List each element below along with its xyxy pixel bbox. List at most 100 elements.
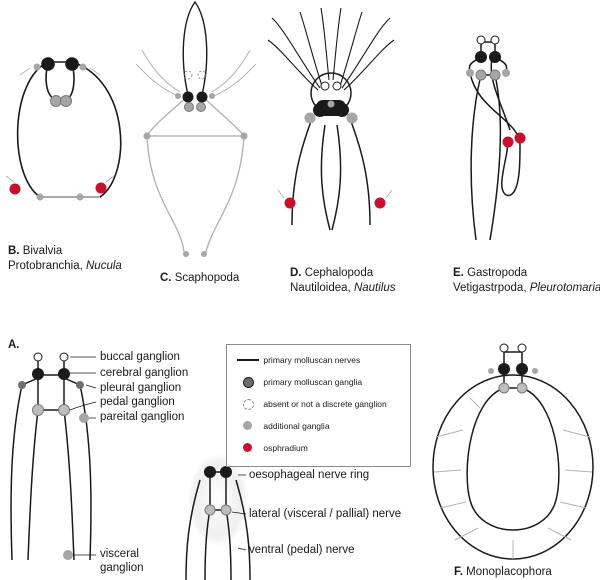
gastropoda-osphradium-right (514, 132, 526, 144)
cephalopoda-osphradium-nerves (277, 189, 393, 199)
scheme-pleural-ganglion-right (76, 381, 84, 389)
nerve-ring-halo (188, 454, 248, 546)
gastropoda-pleural-ganglion-left (466, 69, 474, 77)
legend-dark-dot-icon (235, 375, 261, 389)
bivalvia-faint-branches (5, 67, 115, 183)
caption-generalised-scheme: A. (8, 338, 20, 353)
scaphopoda-cerebral-ganglion-right (196, 91, 208, 103)
scaphopoda-cerebral-ganglion-left (182, 91, 194, 103)
label-pareital-ganglion: pareital ganglion (100, 411, 185, 423)
caption-gastropoda: E. Gastropoda Vetigastrpoda, Pleurotomar… (453, 266, 600, 296)
legend-item-primary-ganglia: primary molluscan ganglia (235, 375, 362, 389)
monoplacophora-pleural-ganglion-left (488, 368, 494, 374)
gastropoda-pedal-ganglion-right (489, 69, 501, 81)
legend-label: primary molluscan nerves (263, 355, 361, 365)
scheme-buccal-ganglion-left (33, 352, 43, 362)
gastropoda-pedal-ganglion-left (475, 69, 487, 81)
caption-scaphopoda-letter: C. (160, 272, 172, 284)
label-lateral-nerve: lateral (visceral / pallial) nerve (249, 508, 402, 520)
monoplacophora-outer-lateral-cord (432, 374, 594, 560)
legend-label: absent or not a discrete ganglion (263, 399, 387, 409)
gastropoda-cerebral-ganglion-right (489, 51, 501, 63)
scheme-lateral-cords (10, 384, 92, 561)
cephalopoda-pallial-nerves (291, 115, 371, 226)
bivalvia-pedal-ganglion-left (50, 95, 62, 107)
cephalopoda-buccal-ganglion-left (320, 81, 330, 91)
legend-item-absent-ganglion: absent or not a discrete ganglion (235, 397, 387, 411)
cephalopoda-visceral-nerves (320, 124, 342, 231)
caption-cephalopoda: D. Cephalopoda Nautiloidea, Nautilus (290, 266, 396, 296)
generalised-scheme-diagram (10, 352, 97, 561)
cephalopoda-osphradium-right (374, 197, 386, 209)
scheme-pareital-ganglion (79, 413, 89, 423)
label-pleural-ganglion: pleural ganglion (100, 382, 182, 394)
scaphopoda-captacula (135, 49, 257, 97)
caption-monoplacophora: F. Monoplacophora (454, 565, 552, 580)
monoplacophora-cerebral-ganglion-left (498, 363, 510, 375)
scaphopoda-pareital-ganglion-left (143, 132, 151, 140)
bivalvia-visceral-ganglion-right (76, 193, 84, 201)
scheme-connectives (21, 377, 81, 386)
cephalopoda-pleural-ganglion-right (346, 112, 358, 124)
cephalopoda-arm-nerves (267, 7, 395, 91)
caption-bivalvia-letter: B. (8, 245, 20, 257)
legend-item-primary-nerves: primary molluscan nerves (235, 353, 360, 367)
label-pedal-ganglion: pedal ganglion (100, 396, 175, 408)
bivalvia-visceral-ganglion-left (36, 193, 44, 201)
label-cerebral-ganglion: cerebral ganglion (100, 367, 189, 379)
scaphopoda-buccal-ganglion-left (183, 70, 193, 80)
scheme-buccal-ganglion-right (59, 352, 69, 362)
caption-gastropoda-genus: Pleurotomaria (529, 282, 600, 294)
legend-item-osphradium: osphradium (235, 441, 308, 455)
scheme-cerebral-ganglion-right (58, 368, 70, 380)
bivalvia-cerebral-ganglion-left (41, 57, 55, 71)
legend-item-additional-ganglia: additional ganglia (235, 419, 330, 433)
cephalopoda-osphradium-left (284, 197, 296, 209)
scaphopoda-pleural-ganglion-left (175, 93, 181, 99)
nerve-ring-diagram (185, 454, 251, 580)
scheme-visceral-ganglion (63, 550, 73, 560)
caption-scaphopoda: C. Scaphopoda (160, 271, 239, 286)
nerve-ring-cerebral-ganglion-left (204, 466, 216, 478)
scaphopoda-pedal-ganglion-left (184, 102, 194, 112)
nerve-ring-cerebral-ganglion-right (220, 466, 232, 478)
monoplacophora-buccal-ganglion-right (517, 343, 527, 353)
label-buccal-ganglion: buccal ganglion (100, 351, 180, 363)
caption-bivalvia-name: Bivalvia (19, 245, 63, 257)
caption-cephalopoda-subclass: Nautiloidea, (290, 282, 354, 294)
caption-gastropoda-name: Gastropoda (463, 267, 528, 279)
legend-label: additional ganglia (263, 421, 330, 431)
scaphopoda-pareital-ganglion-right (240, 132, 248, 140)
gastropoda-buccal-ganglion-left (476, 35, 486, 45)
scaphopoda-snout-outline (182, 0, 208, 96)
bivalvia-pleural-ganglion-left (33, 63, 41, 71)
bivalvia-pedal-ganglion-right (60, 95, 72, 107)
cephalopoda-cerebral-ganglion-right (335, 103, 349, 117)
gastropoda-torsion-loop (469, 57, 521, 197)
legend-grey-dot-icon (235, 419, 261, 433)
gastropoda-pedal-cords (470, 74, 502, 241)
nerve-ring-label-leaders (231, 474, 247, 551)
scheme-label-leaders (69, 356, 97, 556)
cephalopoda-diagram (267, 7, 395, 231)
gastropoda-cerebral-connective (468, 57, 508, 73)
legend-label: primary molluscan ganglia (263, 377, 363, 387)
scaphopoda-body-nerves (146, 97, 245, 253)
bivalvia-cerebral-ganglion-right (65, 57, 79, 71)
monoplacophora-cerebral-ganglion-right (516, 363, 528, 375)
scaphopoda-pedal-ganglion-right (196, 102, 206, 112)
nerve-ring-pedal-ganglion-left (204, 504, 216, 516)
scaphopoda-pleural-ganglion-right (209, 93, 215, 99)
monoplacophora-buccal-ganglion-left (499, 343, 509, 353)
monoplacophora-inner-pedal-cord (466, 387, 560, 531)
gastropoda-osphradium-left (502, 136, 514, 148)
bivalvia-pleural-ganglion-right (79, 63, 87, 71)
label-ventral-nerve: ventral (pedal) nerve (249, 544, 355, 556)
caption-monoplacophora-name: Monoplacophora (462, 566, 552, 578)
monoplacophora-pedal-ganglion-left (498, 382, 510, 394)
caption-scaphopoda-name: Scaphopoda (171, 272, 240, 284)
caption-gastropoda-subclass: Vetigastrpoda, (453, 282, 530, 294)
legend-box: primary molluscan nerves primary mollusc… (226, 344, 411, 467)
scheme-pleural-ganglion-left (18, 381, 26, 389)
caption-bivalvia-subclass: Protobranchia, (8, 260, 86, 272)
